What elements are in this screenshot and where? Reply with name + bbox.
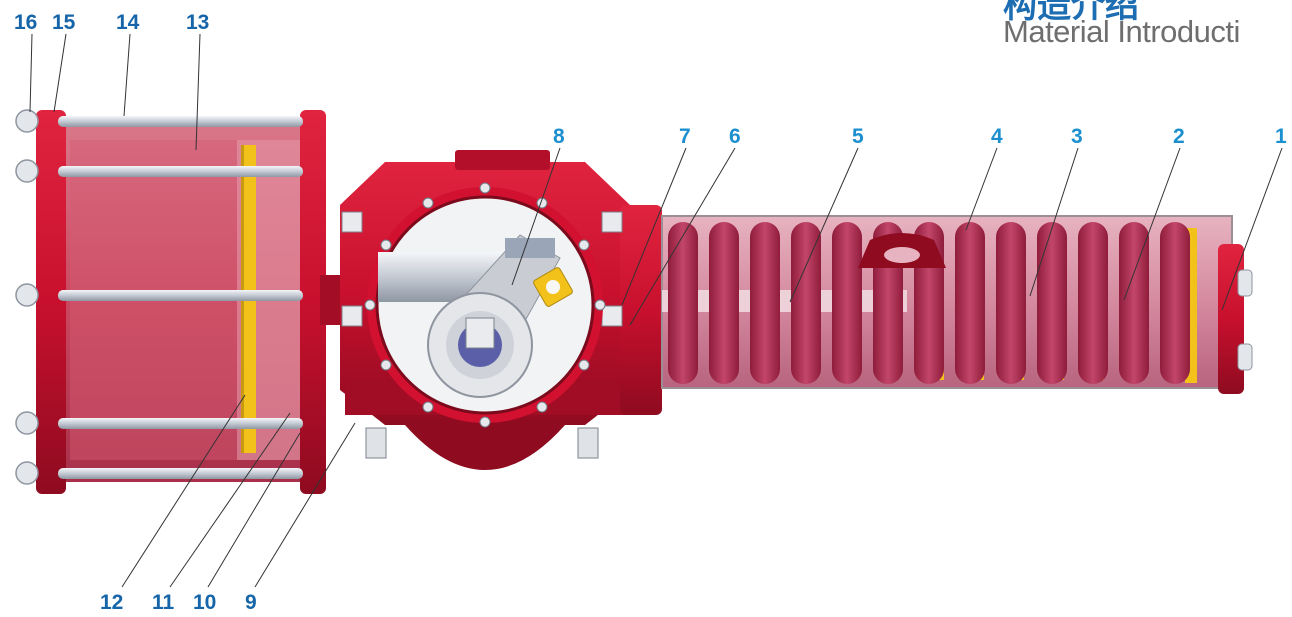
leader-line-9 <box>254 422 356 588</box>
callout-1: 1 <box>1275 125 1287 148</box>
center-housing <box>320 150 662 470</box>
leader-line-16 <box>29 33 33 113</box>
leader-line-12 <box>121 394 246 588</box>
bolt-icon <box>422 197 434 209</box>
cap-nuts <box>15 109 39 485</box>
bolt-icon <box>422 401 434 413</box>
window-bolts <box>364 182 606 428</box>
leader-line-14 <box>123 33 131 117</box>
bolt-icon <box>601 305 623 327</box>
leader-line-8 <box>511 147 561 286</box>
bolt-icon <box>479 416 491 428</box>
spring-coil <box>1119 222 1149 384</box>
shaft-key <box>465 317 495 349</box>
leader-line-2 <box>1123 147 1181 301</box>
leader-line-4 <box>965 147 998 231</box>
title-english: Material Introducti <box>1003 14 1240 49</box>
spring-coil <box>668 222 698 384</box>
bolt-icon <box>341 211 363 233</box>
right-end-cap <box>300 110 326 494</box>
housing-right-flange <box>620 205 662 415</box>
nut-icon <box>15 461 39 485</box>
leader-line-3 <box>1029 147 1079 297</box>
callout-10: 10 <box>193 591 217 614</box>
spring-end-cap <box>1218 244 1244 394</box>
bolt-icon <box>601 211 623 233</box>
leader-line-11 <box>169 412 291 588</box>
spring-coil <box>709 222 739 384</box>
tie-rods <box>58 116 303 479</box>
end-bolt <box>1237 343 1253 371</box>
spring-coils <box>668 222 1190 384</box>
nut-icon <box>15 109 39 133</box>
spring-coil <box>791 222 821 384</box>
air-fitting <box>577 427 599 459</box>
callout-3: 3 <box>1071 125 1083 148</box>
spring-coil <box>996 222 1026 384</box>
bolt-icon <box>341 305 363 327</box>
yoke-block <box>505 238 555 258</box>
nut-icon <box>15 411 39 435</box>
spring-coil <box>1078 222 1108 384</box>
spring-cartridge <box>661 215 1253 394</box>
leader-line-5 <box>789 147 859 303</box>
callout-2: 2 <box>1173 125 1185 148</box>
title-chinese: 构造介绍 <box>1003 0 1139 25</box>
bolt-icon <box>380 239 392 251</box>
leader-line-15 <box>53 33 67 113</box>
spring-rod <box>662 290 907 312</box>
callout-15: 15 <box>52 11 76 34</box>
nut-icon <box>15 159 39 183</box>
leader-line-10 <box>207 432 301 588</box>
yoke-pin-hole <box>546 280 560 294</box>
housing-top-boss <box>455 150 550 170</box>
leader-line-13 <box>195 33 201 151</box>
spring-coil <box>1160 222 1190 384</box>
bolt-icon <box>578 359 590 371</box>
leader-line-7 <box>621 147 687 306</box>
callout-12: 12 <box>100 591 124 614</box>
tie-rod <box>58 116 303 127</box>
tie-rod <box>58 290 303 301</box>
air-fitting <box>365 427 387 459</box>
tie-rod <box>58 166 303 177</box>
bolt-icon <box>380 359 392 371</box>
callout-11: 11 <box>152 591 175 614</box>
end-bolt <box>1237 269 1253 297</box>
callout-14: 14 <box>116 11 140 34</box>
bolt-icon <box>479 182 491 194</box>
leader-line-6 <box>629 147 736 326</box>
housing-bottom <box>405 425 565 470</box>
spring-coil <box>955 222 985 384</box>
bolt-icon <box>536 401 548 413</box>
callout-13: 13 <box>186 11 210 34</box>
bolt-icon <box>578 239 590 251</box>
bolt-icon <box>594 299 606 311</box>
left-end-cap <box>36 110 66 494</box>
spring-coil <box>1037 222 1067 384</box>
callout-8: 8 <box>553 125 565 148</box>
spring-coil <box>750 222 780 384</box>
callout-7: 7 <box>679 125 691 148</box>
callout-6: 6 <box>729 125 741 148</box>
nut-icon <box>15 283 39 307</box>
bolt-icon <box>364 299 376 311</box>
callout-16: 16 <box>14 11 38 34</box>
tie-rod <box>58 418 303 429</box>
leader-line-1 <box>1221 147 1283 311</box>
tie-rod <box>58 468 303 479</box>
spring-coil <box>832 222 862 384</box>
callout-5: 5 <box>852 125 864 148</box>
callout-9: 9 <box>245 591 257 614</box>
lug-hole <box>884 247 920 263</box>
leader-lines <box>29 33 1283 588</box>
window-edge <box>375 195 595 415</box>
callout-4: 4 <box>991 125 1003 148</box>
